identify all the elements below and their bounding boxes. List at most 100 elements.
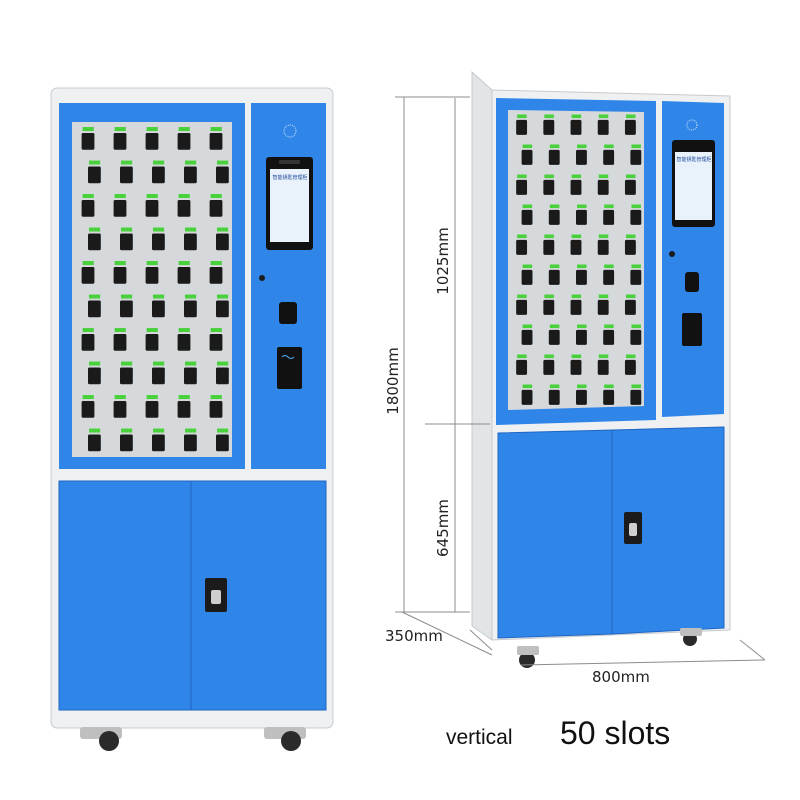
key-slot [597,354,609,375]
dimension-lines [395,96,766,666]
key-slot [216,428,229,452]
key-slot [624,114,636,135]
key-slot [603,384,615,405]
key-slot [120,227,133,251]
key-slot [576,384,587,405]
screen-title-front: 智能钥匙管理柜 [272,175,308,181]
key-slot [603,324,615,345]
key-slot [624,354,636,375]
key-slot [521,264,533,285]
slot-count-caption: 50 slots [560,715,671,751]
key-slot [570,354,582,375]
key-slot [145,261,159,284]
key-slot [120,160,133,184]
key-slot [597,174,609,195]
key-slot [603,204,615,225]
key-slot [576,144,587,165]
key-slot [184,160,197,184]
key-slot [88,227,101,251]
key-slot [624,234,636,255]
key-grid-angled [516,114,642,405]
key-slot [88,294,101,318]
key-slot [81,395,95,418]
key-slot [177,395,191,418]
key-slot [521,384,533,405]
key-slot [113,261,127,284]
key-slot [184,227,197,251]
dim-total-height: 1800mm [384,347,402,415]
key-slot [152,428,165,452]
key-slot [543,174,555,195]
key-slot [88,361,101,385]
key-slot [597,294,609,315]
key-slot [597,114,609,135]
key-slot [81,127,95,150]
key-slot [521,324,533,345]
key-slot [570,174,582,195]
key-slot [570,234,582,255]
key-slot [216,294,229,318]
key-slot [113,127,127,150]
key-slot [209,328,223,351]
key-slot [216,361,229,385]
key-slot [216,227,229,251]
key-slot [543,354,555,375]
key-slot [630,384,642,405]
key-slot [152,227,165,251]
key-slot [630,324,642,345]
key-slot [113,395,127,418]
key-slot [570,294,582,315]
key-slot [603,264,615,285]
key-slot [543,114,555,135]
key-slot [184,294,197,318]
key-slot [177,127,191,150]
key-slot [209,261,223,284]
key-slot [209,395,223,418]
key-slot [209,194,223,217]
key-slot [548,384,560,405]
key-slot [145,395,159,418]
key-slot [145,194,159,217]
key-slot [597,234,609,255]
key-slot [516,114,528,135]
key-slot [516,354,528,375]
key-slot [516,174,528,195]
key-slot [177,194,191,217]
key-slot [113,194,127,217]
key-slot [177,328,191,351]
key-slot [543,294,555,315]
dim-depth: 350mm [385,627,443,645]
key-slot [576,324,587,345]
key-slot [152,361,165,385]
key-slot [624,294,636,315]
key-slot [120,361,133,385]
key-slot [516,294,528,315]
key-slot [81,194,95,217]
key-slot [145,328,159,351]
key-slot [88,428,101,452]
key-slot [548,144,560,165]
dim-width: 800mm [592,668,650,686]
key-slot [576,264,587,285]
screen-title-angled: 智能钥匙管理柜 [676,157,712,163]
key-slot [576,204,587,225]
key-slot [152,160,165,184]
key-grid-front [81,127,229,452]
orientation-caption: vertical [446,726,513,749]
key-slot [184,428,197,452]
key-slot [630,264,642,285]
key-slot [521,144,533,165]
key-slot [209,127,223,150]
key-slot [548,264,560,285]
front-cabinet [50,87,334,751]
dim-upper-height: 1025mm [434,227,452,295]
key-slot [120,294,133,318]
key-slot [177,261,191,284]
dim-lower-height: 645mm [434,499,452,557]
key-slot [624,174,636,195]
key-slot [120,428,133,452]
key-slot [543,234,555,255]
key-slot [113,328,127,351]
key-slot [88,160,101,184]
